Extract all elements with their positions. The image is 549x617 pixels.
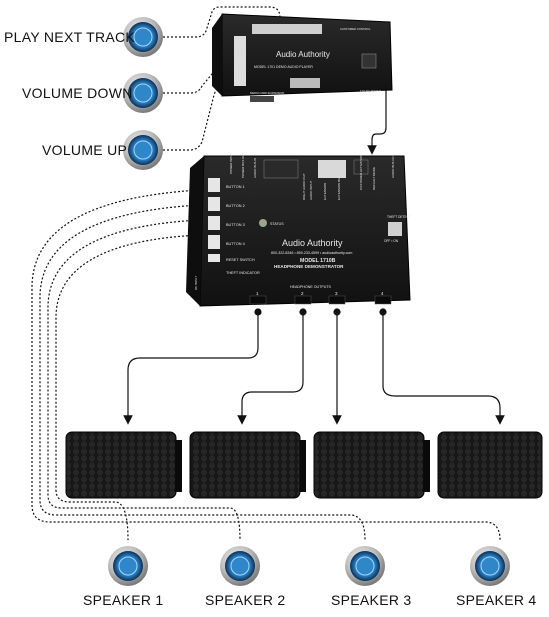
speaker-3-label: SPEAKER 3 <box>331 592 412 608</box>
button-4-label: BUTTON 4 <box>226 242 245 246</box>
dc-input-label: DC INPUT <box>194 276 198 290</box>
top-connectors <box>263 159 369 179</box>
button-1-label: BUTTON 1 <box>226 185 245 189</box>
demonstrator-model: MODEL 1710B <box>300 258 336 264</box>
demonstrator-brand: Audio Authority <box>282 238 343 248</box>
player-model: MODEL 1701 DEMO AUDIO PLAYER <box>254 65 313 69</box>
top-label-extension: EXTENSION <box>323 183 327 200</box>
top-label-extension-bus: EXTENSION BUS <box>337 176 341 200</box>
speaker-1-button[interactable] <box>108 546 148 586</box>
top-label-default-mode: DEFAULT MODE <box>372 167 376 190</box>
output-3-label: 3 <box>335 291 338 296</box>
volume-up-label: VOLUME UP <box>42 142 128 158</box>
headphone-output-jacks <box>249 295 392 305</box>
volume-down-button[interactable] <box>123 73 163 113</box>
player-media-card: MEDIA CARD EXPANSION <box>250 91 284 95</box>
output-1-label: 1 <box>256 291 259 296</box>
speaker-2-button[interactable] <box>220 546 260 586</box>
player-dc-power: 12V DC POWER <box>360 89 381 93</box>
top-label-power-input: POWER INPUT <box>229 153 233 174</box>
volume-up-button[interactable] <box>123 130 163 170</box>
top-label-power-bus-out: POWER BUS OUT <box>241 152 245 178</box>
speaker-3-button[interactable] <box>345 546 385 586</box>
speaker-4 <box>437 431 543 499</box>
speaker-1-label: SPEAKER 1 <box>83 592 164 608</box>
button-terminals <box>208 178 220 262</box>
output-2-label: 2 <box>301 291 304 296</box>
player-customer-control: CUSTOMER CONTROL <box>340 27 371 31</box>
speaker-3 <box>313 431 430 499</box>
button-2-label: BUTTON 2 <box>226 204 245 208</box>
theft-detect-label: THEFT DETECT <box>387 215 411 219</box>
status-label: STATUS <box>270 222 284 226</box>
speaker-4-button[interactable] <box>470 546 510 586</box>
status-led <box>259 219 267 227</box>
demo-audio-player: Audio Authority MODEL 1701 DEMO AUDIO PL… <box>212 13 393 102</box>
volume-down-label: VOLUME DOWN <box>22 85 133 101</box>
theft-indicator-label: THEFT INDICATOR <box>226 271 260 275</box>
speaker-2-label: SPEAKER 2 <box>205 592 286 608</box>
output-wires <box>123 308 505 425</box>
speaker-button-wires <box>31 189 501 541</box>
headphone-demonstrator: BUTTON 1 BUTTON 2 BUTTON 3 BUTTON 4 RESE… <box>186 152 411 307</box>
speaker-4-label: SPEAKER 4 <box>456 592 537 608</box>
button-3-label: BUTTON 3 <box>226 223 245 227</box>
headphone-outputs-label: HEADPHONE OUTPUTS <box>290 285 332 289</box>
top-label-audio-input: AUDIO INPUT <box>309 180 313 200</box>
top-label-audio-bus-out: AUDIO BUS OUT <box>391 154 395 178</box>
reset-switch-label: RESET SWITCH <box>226 258 255 262</box>
top-label-customer-activator: CUSTOMER ACTIVATOR <box>359 155 363 190</box>
top-label-audio-bus-in: AUDIO BUS IN <box>253 158 257 178</box>
speaker-1 <box>65 431 182 499</box>
demonstrator-name: HEADPHONE DEMONSTRATOR <box>274 264 344 269</box>
demonstrator-phones: 800-322-8346 • 859-233-4599 • audioautho… <box>271 251 352 255</box>
off-on-label: OFF • ON <box>384 239 399 243</box>
output-4-label: 4 <box>381 291 384 296</box>
theft-detect-switch[interactable] <box>388 222 402 236</box>
play-next-track-label: PLAY NEXT TRACK <box>4 29 136 45</box>
top-label-right-audio-out: RIGHT AUDIO OUT <box>302 173 306 200</box>
play-next-track-button[interactable] <box>123 17 163 57</box>
speaker-2 <box>189 431 306 499</box>
player-brand: Audio Authority <box>276 50 330 59</box>
